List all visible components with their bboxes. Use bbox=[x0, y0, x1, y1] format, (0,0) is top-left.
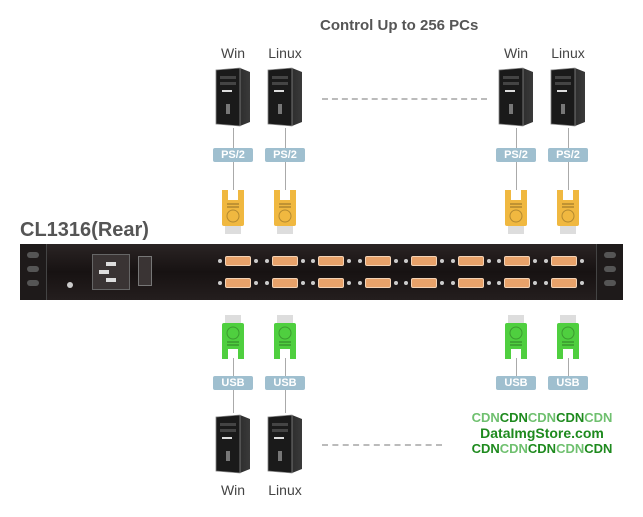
vga-port-icon bbox=[357, 278, 398, 288]
os-label-top: Linux bbox=[551, 45, 585, 61]
vga-port-icon bbox=[357, 256, 398, 266]
ground-screw-icon bbox=[67, 282, 73, 288]
vga-port-icon bbox=[404, 278, 444, 288]
watermark-segment: CDN bbox=[499, 441, 528, 456]
pc-tower-icon bbox=[266, 413, 304, 474]
watermark: CDNCDNCDNCDNCDN DataImgStore.com CDNCDNC… bbox=[452, 410, 632, 456]
port-type-badge: PS/2 bbox=[548, 148, 588, 162]
watermark-segment: CDN bbox=[556, 441, 585, 456]
vga-port-icon bbox=[311, 278, 351, 288]
pc-tower-icon bbox=[214, 66, 252, 127]
usb-connector-icon bbox=[502, 313, 530, 359]
os-label-top: Win bbox=[220, 45, 246, 61]
os-label-top: Linux bbox=[268, 45, 302, 61]
watermark-segment: CDN bbox=[556, 410, 585, 425]
watermark-segment: CDN bbox=[527, 410, 557, 425]
watermark-segment: CDN bbox=[584, 410, 613, 425]
vga-port-icon bbox=[543, 256, 584, 266]
watermark-segment: CDN bbox=[527, 441, 557, 456]
device-label: CL1316(Rear) bbox=[20, 219, 149, 241]
pc-tower-icon bbox=[214, 413, 252, 474]
left-rack-ear bbox=[20, 244, 47, 300]
vga-port-icon bbox=[404, 256, 444, 266]
ps2-connector-icon bbox=[502, 190, 530, 236]
port-type-badge: USB bbox=[265, 376, 305, 390]
pc-tower-icon bbox=[266, 66, 304, 127]
usb-connector-icon bbox=[554, 313, 582, 359]
usb-connector-icon bbox=[219, 313, 247, 359]
port-type-badge: USB bbox=[548, 376, 588, 390]
vga-port-icon bbox=[218, 278, 258, 288]
power-switch bbox=[138, 256, 152, 286]
continuation-dash-bottom bbox=[322, 444, 442, 446]
watermark-segment: CDN bbox=[499, 410, 528, 425]
watermark-line-2: DataImgStore.com bbox=[480, 425, 604, 441]
watermark-line-1: CDNCDNCDNCDNCDN bbox=[452, 410, 632, 425]
os-label-bottom: Linux bbox=[268, 482, 302, 498]
ps2-connector-icon bbox=[554, 190, 582, 236]
port-type-badge: USB bbox=[496, 376, 536, 390]
vga-port-icon bbox=[264, 256, 305, 266]
vga-port-icon bbox=[450, 278, 491, 288]
vga-port-icon bbox=[218, 256, 258, 266]
pc-tower-icon bbox=[549, 66, 587, 127]
port-type-badge: PS/2 bbox=[213, 148, 253, 162]
vga-port-icon bbox=[450, 256, 491, 266]
pc-tower-icon bbox=[497, 66, 535, 127]
vga-port-icon bbox=[543, 278, 584, 288]
vga-port-icon bbox=[311, 256, 351, 266]
vga-port-icon bbox=[497, 278, 537, 288]
ps2-connector-icon bbox=[219, 190, 247, 236]
port-type-badge: PS/2 bbox=[265, 148, 305, 162]
continuation-dash-top bbox=[322, 98, 487, 100]
cable-line bbox=[568, 358, 569, 388]
port-type-badge: USB bbox=[213, 376, 253, 390]
watermark-segment: CDN bbox=[471, 441, 500, 456]
cable-line bbox=[516, 358, 517, 388]
watermark-segment: CDN bbox=[584, 441, 613, 456]
watermark-line-3: CDNCDNCDNCDNCDN bbox=[452, 441, 632, 456]
ps2-connector-icon bbox=[271, 190, 299, 236]
kvm-switch-rear-panel bbox=[20, 244, 623, 300]
power-socket-icon bbox=[92, 254, 130, 290]
watermark-segment: CDN bbox=[471, 410, 500, 425]
vga-port-icon bbox=[497, 256, 537, 266]
diagram-title: Control Up to 256 PCs bbox=[320, 17, 479, 34]
os-label-bottom: Win bbox=[220, 482, 246, 498]
os-label-top: Win bbox=[503, 45, 529, 61]
port-type-badge: PS/2 bbox=[496, 148, 536, 162]
vga-port-icon bbox=[264, 278, 305, 288]
usb-connector-icon bbox=[271, 313, 299, 359]
right-rack-ear bbox=[596, 244, 623, 300]
